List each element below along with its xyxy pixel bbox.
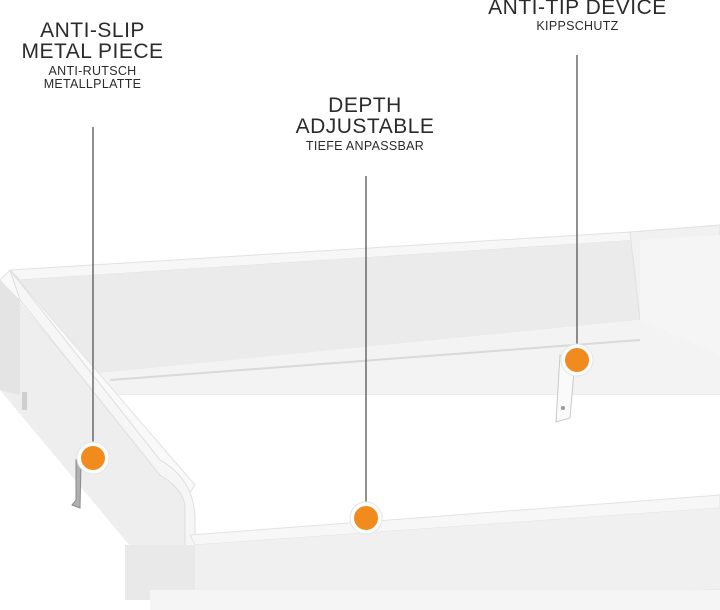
front-rail-top [189,494,720,546]
callout-marker-depth [349,501,383,535]
callout-label-depth: DEPTH ADJUSTABLE TIEFE ANPASSBAR [270,95,460,153]
callout-subtitle: ANTI-RUTSCH METALLPLATTE [43,63,142,91]
back-panel [20,240,640,380]
left-panel-shadow [0,280,20,395]
callout-title: ANTI-SLIP METAL PIECE [21,19,164,64]
bottom-ledge [150,590,720,610]
callout-label-antislip: ANTI-SLIP METAL PIECE ANTI-RUTSCH METALL… [10,20,175,90]
callout-marker-antitip [560,343,594,377]
callout-subtitle: KIPPSCHUTZ [536,19,619,34]
open-area [110,395,720,535]
rail-edge [109,339,641,381]
back-bottom-rail [30,320,720,395]
strap-screw [561,406,565,410]
callout-subtitle: TIEFE ANPASSBAR [305,138,425,153]
callout-title: DEPTH ADJUSTABLE [295,94,435,139]
front-rail-face [195,508,720,598]
callout-marker-antislip [76,441,110,475]
callout-label-antitip: ANTI-TIP DEVICE KIPPSCHUTZ [460,0,695,33]
left-foot [22,392,27,410]
callout-title: ANTI-TIP DEVICE [488,0,667,19]
